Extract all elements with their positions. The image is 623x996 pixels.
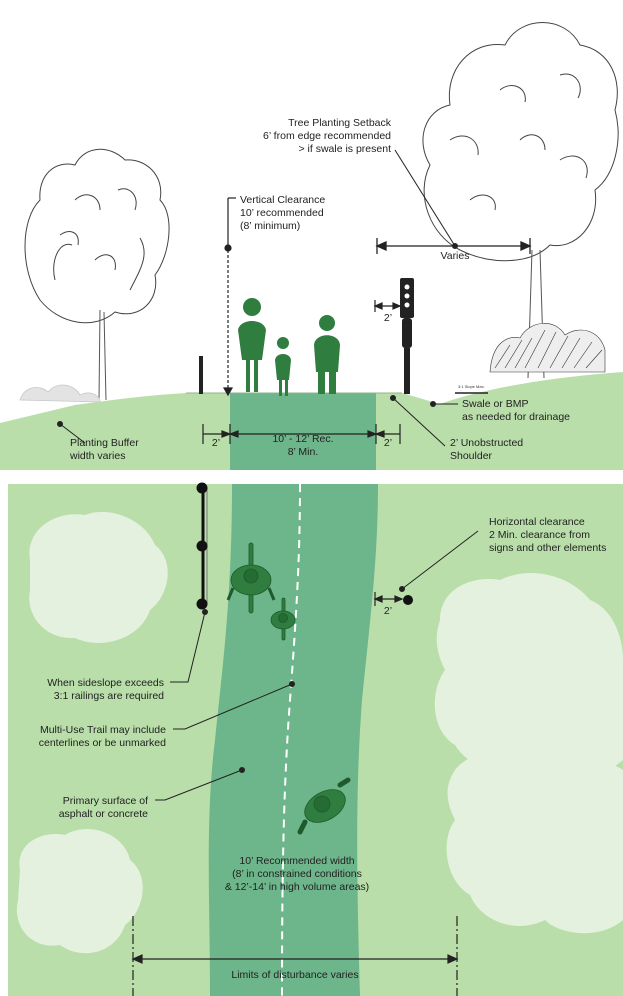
sign-post [400,278,414,394]
bollard [199,356,203,394]
section-width-dimension [202,424,401,444]
right-tree [422,22,619,379]
plan-pedestrian [297,777,351,835]
plan-leaders [155,530,479,801]
limits-label: Limits of disturbance varies [231,969,358,981]
plan-sign-post [403,595,413,605]
slope-note-label: 3:1 Slope Max. [458,384,485,389]
sign-offset-dimension [373,300,402,312]
left-shrub [19,384,101,403]
sign-offset-label: 2’ [384,312,392,324]
cyclists-figure [238,298,291,396]
limits-dimension [131,916,459,996]
right-shoulder-width-label: 2’ [384,437,392,449]
pedestrian-figure [314,315,340,394]
section-leaders [57,395,458,447]
shrubs [489,323,606,373]
recommended-width-label: 10’ Recommended width(8’ in constrained … [225,855,369,893]
left-shoulder-width-label: 2’ [212,437,220,449]
plan-cyclists [226,542,296,641]
plan-trees [16,511,623,954]
centerline [281,483,301,996]
trail-width-label: 10’ - 12’ Rec.8’ Min. [272,433,333,458]
left-tree [24,148,170,401]
varies-label: Varies [441,250,470,262]
tree-setback-leader [394,149,458,249]
varies-dimension [375,238,532,254]
plan-offset-label: 2’ [384,605,392,617]
plan-trail [208,484,378,996]
vertical-clearance-arrow [222,197,236,397]
horizontal-clearance-dimension [373,592,404,606]
section-trail [230,393,376,470]
railing [196,482,208,610]
